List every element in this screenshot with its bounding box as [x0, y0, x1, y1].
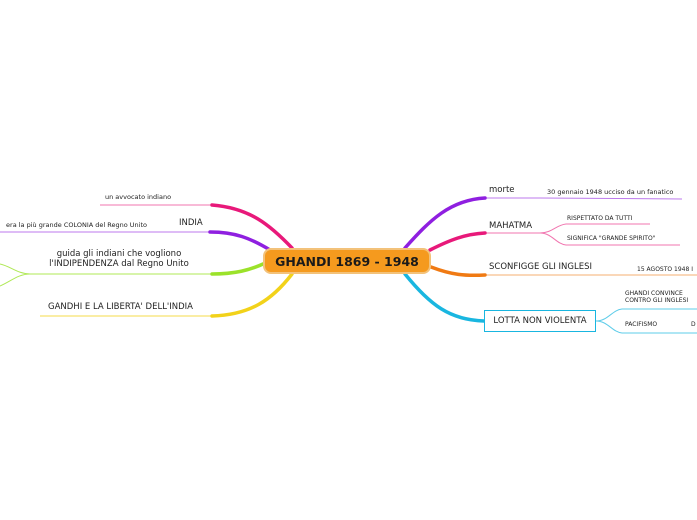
topic-india[interactable]: INDIA: [179, 218, 203, 228]
branch-freedom: [210, 272, 294, 318]
topic-nonviolence-label: LOTTA NON VIOLENTA: [493, 316, 587, 326]
note-pacifism[interactable]: PACIFISMO: [625, 321, 658, 328]
leaf-line-death: [485, 197, 683, 200]
note-mahatma-meaning[interactable]: SIGNIFICA "GRANDE SPIRITO": [567, 235, 656, 242]
topic-nonviolence[interactable]: LOTTA NON VIOLENTA: [484, 310, 596, 332]
branch-mahatma: [428, 231, 487, 252]
leaf-line-guide: [0, 263, 212, 287]
note-death[interactable]: 30 gennaio 1948 ucciso da un fanatico: [547, 188, 674, 196]
central-topic-title: GHANDI 1869 - 1948: [275, 253, 419, 269]
note-india[interactable]: era la più grande COLONIA del Regno Unit…: [6, 221, 147, 229]
note-gandhi-convinces[interactable]: GHANDI CONVINCE CONTRO GLI INGLESI: [625, 290, 688, 304]
note-lawyer[interactable]: un avvocato indiano: [105, 193, 172, 201]
central-topic[interactable]: GHANDI 1869 - 1948: [263, 248, 431, 274]
branch-english: [429, 265, 487, 278]
topic-guide-line2: l'INDIPENDENZA dal Regno Unito: [49, 259, 189, 270]
leaf-line-nonviolence: [595, 308, 697, 334]
note-pacifism-cut: D: [691, 321, 696, 328]
branch-lawyer: [210, 203, 294, 250]
branch-india: [208, 230, 272, 252]
topic-guide[interactable]: guida gli indiani che vogliono l'INDIPEN…: [42, 249, 196, 269]
topic-guide-line1: guida gli indiani che vogliono: [56, 249, 182, 259]
note-mahatma-respected[interactable]: RISPETTATO DA TUTTI: [567, 215, 633, 222]
topic-english[interactable]: SCONFIGGE GLI INGLESI: [489, 262, 593, 272]
branch-guide: [210, 262, 265, 276]
topic-freedom[interactable]: GANDHI E LA LIBERTA' DELL'INDIA: [48, 302, 193, 312]
topic-mahatma[interactable]: MAHATMA: [489, 221, 533, 231]
note-english[interactable]: 15 AGOSTO 1948 I: [637, 266, 693, 273]
branch-nonviolence: [403, 272, 486, 323]
topic-death[interactable]: morte: [489, 185, 515, 195]
note-gandhi-convinces-line2: CONTRO GLI INGLESI: [625, 297, 689, 305]
note-gandhi-convinces-line1: GHANDI CONVINCE: [625, 290, 683, 297]
branch-death: [403, 196, 487, 250]
leaf-line-mahatma: [485, 223, 680, 246]
